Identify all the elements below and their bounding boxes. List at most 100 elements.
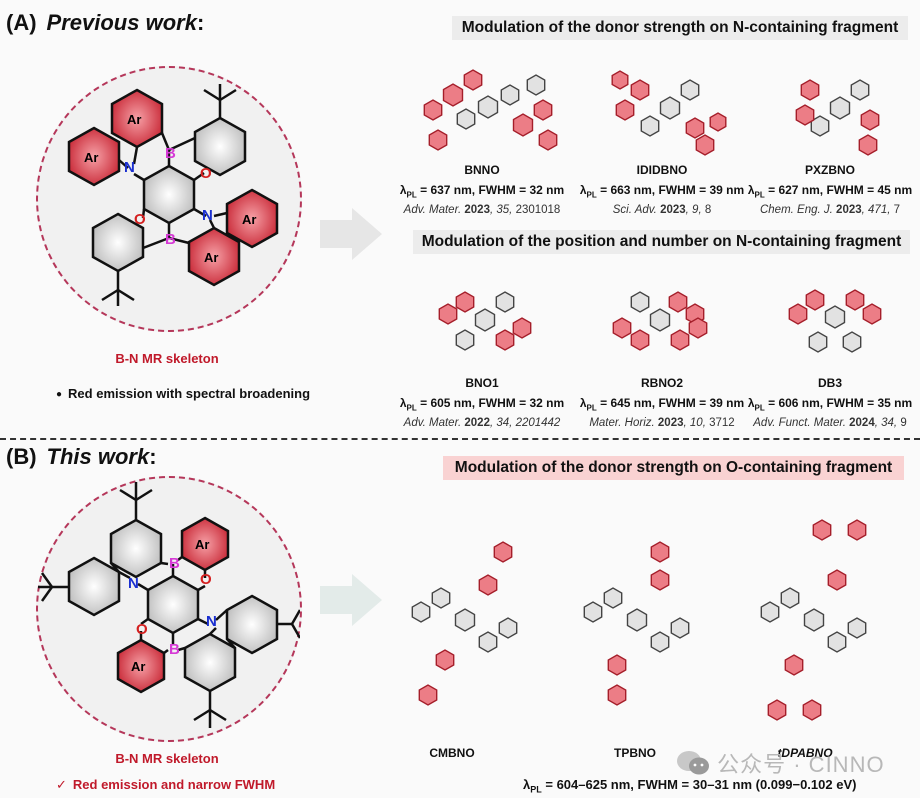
aryl-label-1: Ar (195, 537, 209, 552)
molecule-properties: λPL = 627 nm, FWHM = 45 nm (747, 183, 913, 200)
donor-ring (607, 684, 627, 706)
core-ring (495, 291, 515, 313)
donor-ring (767, 699, 787, 721)
core-ring (649, 308, 671, 332)
core-ring (431, 587, 451, 609)
molecule-structure-rbno2 (612, 291, 708, 351)
donor-ring (709, 112, 727, 132)
watermark: 公众号 · CINNO (676, 747, 885, 779)
donor-ring (493, 541, 513, 563)
donor-ring (862, 303, 882, 325)
donor-ring (805, 289, 825, 311)
molecule-structure-pxzbno (795, 79, 880, 156)
skeleton-a-note: Red emission with spectral broadening (68, 386, 311, 401)
carbazole-ring-4 (183, 632, 237, 693)
nitrogen-atom-1: N (128, 575, 139, 592)
aryl-label-1: Ar (127, 112, 141, 127)
skeleton-b-caption: B-N MR skeleton (115, 751, 219, 766)
aryl-label-2: Ar (131, 659, 145, 674)
core-ring (650, 631, 670, 653)
donor-ring (423, 99, 443, 121)
core-ring (498, 617, 518, 639)
molecule-name: PXZBNO (804, 163, 855, 177)
molecule-name-cmbno: CMBNO (429, 746, 475, 760)
core-ring (824, 305, 846, 329)
donor-ring (688, 317, 708, 339)
section-b-title: (B)This work: (6, 444, 157, 470)
donor-ring (685, 117, 705, 139)
core-ring (803, 608, 825, 632)
donor-ring (428, 129, 448, 151)
wechat-icon (677, 751, 709, 775)
molecule-name-tdpabno: tDPABNO (777, 746, 833, 760)
oxygen-atom-2: O (134, 211, 146, 228)
molecule-structure-tdpabno (760, 519, 867, 721)
section-a-colon: : (196, 10, 205, 35)
central-benzene-ring (142, 164, 196, 225)
molecule-reference: Adv. Funct. Mater. 2024, 34, 9 (753, 417, 907, 430)
donor-ring (860, 109, 880, 131)
molecule-reference: Sci. Adv. 2023, 9, 8 (612, 204, 712, 217)
donor-ring (800, 79, 820, 101)
donor-ring (615, 99, 635, 121)
donor-ring (812, 519, 832, 541)
core-ring (456, 108, 476, 130)
molecule-card-pxzbno: PXZBNO λPL = 627 nm, FWHM = 45 nm Chem. … (745, 163, 915, 216)
oxygen-atom-1: O (200, 571, 212, 588)
summary-properties: λPL = 604–625 nm, FWHM = 30–31 nm (0.099… (523, 777, 857, 795)
donor-ring (512, 113, 534, 137)
molecule-name-tpbno: TPBNO (614, 746, 656, 760)
core-ring (850, 79, 870, 101)
aryl-label-4: Ar (204, 250, 218, 265)
molecule-structure-cmbno (411, 541, 518, 706)
skeleton-b-circle: B B N N O O Ar Ar (36, 476, 302, 742)
phenyl-ring-upper (193, 116, 247, 177)
aryl-ring-3 (225, 188, 279, 249)
skeleton-b-structure: B B N N O O Ar Ar (38, 482, 302, 728)
molecule-structure-tpbno (583, 541, 690, 706)
donor-ring (827, 569, 847, 591)
oxygen-atom-2: O (136, 621, 148, 638)
nitrogen-atom-1: N (124, 159, 135, 176)
donor-ring (650, 541, 670, 563)
core-ring (640, 115, 660, 137)
donor-ring (788, 303, 808, 325)
core-ring (454, 608, 476, 632)
molecule-properties: λPL = 605 nm, FWHM = 32 nm (399, 396, 565, 413)
arrow-a-icon (318, 206, 384, 262)
donor-ring (455, 291, 475, 313)
section-a-label: (A) (6, 10, 37, 35)
molecule-reference: Adv. Mater. 2022, 34, 2201442 (403, 417, 561, 430)
donor-ring (845, 289, 865, 311)
donor-ring (607, 654, 627, 676)
core-ring (478, 631, 498, 653)
donor-ring (611, 70, 629, 90)
core-ring (583, 601, 603, 623)
core-ring (680, 79, 700, 101)
central-benzene-ring (146, 574, 200, 635)
aryl-label-2: Ar (84, 150, 98, 165)
skeleton-a-bullet-line: ● Red emission with spectral broadening (56, 386, 310, 401)
oxygen-atom-1: O (200, 165, 212, 182)
core-ring (670, 617, 690, 639)
section-b-label: (B) (6, 444, 37, 469)
core-ring (411, 601, 431, 623)
bullet-icon: ● (56, 389, 63, 400)
topic-bar-n-position: Modulation of the position and number on… (413, 230, 910, 254)
molecule-card-bnno: BNNO λPL = 637 nm, FWHM = 32 nm Adv. Mat… (397, 163, 567, 216)
donor-ring (858, 134, 878, 156)
boron-atom-2: B (165, 231, 176, 248)
checkmark-icon: ✓ (56, 777, 67, 792)
skeleton-b-check-line: ✓Red emission and narrow FWHM (56, 777, 275, 793)
donor-ring (435, 649, 455, 671)
molecule-name: IDIDBNO (636, 163, 688, 177)
molecule-name: DB3 (817, 376, 842, 390)
arrow-b-icon (318, 572, 384, 628)
molecule-properties: λPL = 606 nm, FWHM = 35 nm (747, 396, 913, 413)
boron-atom-1: B (165, 145, 176, 162)
core-ring (500, 84, 520, 106)
boron-atom-1: B (169, 555, 180, 572)
donor-ring (795, 104, 815, 126)
core-ring (760, 601, 780, 623)
boron-atom-2: B (169, 641, 180, 658)
